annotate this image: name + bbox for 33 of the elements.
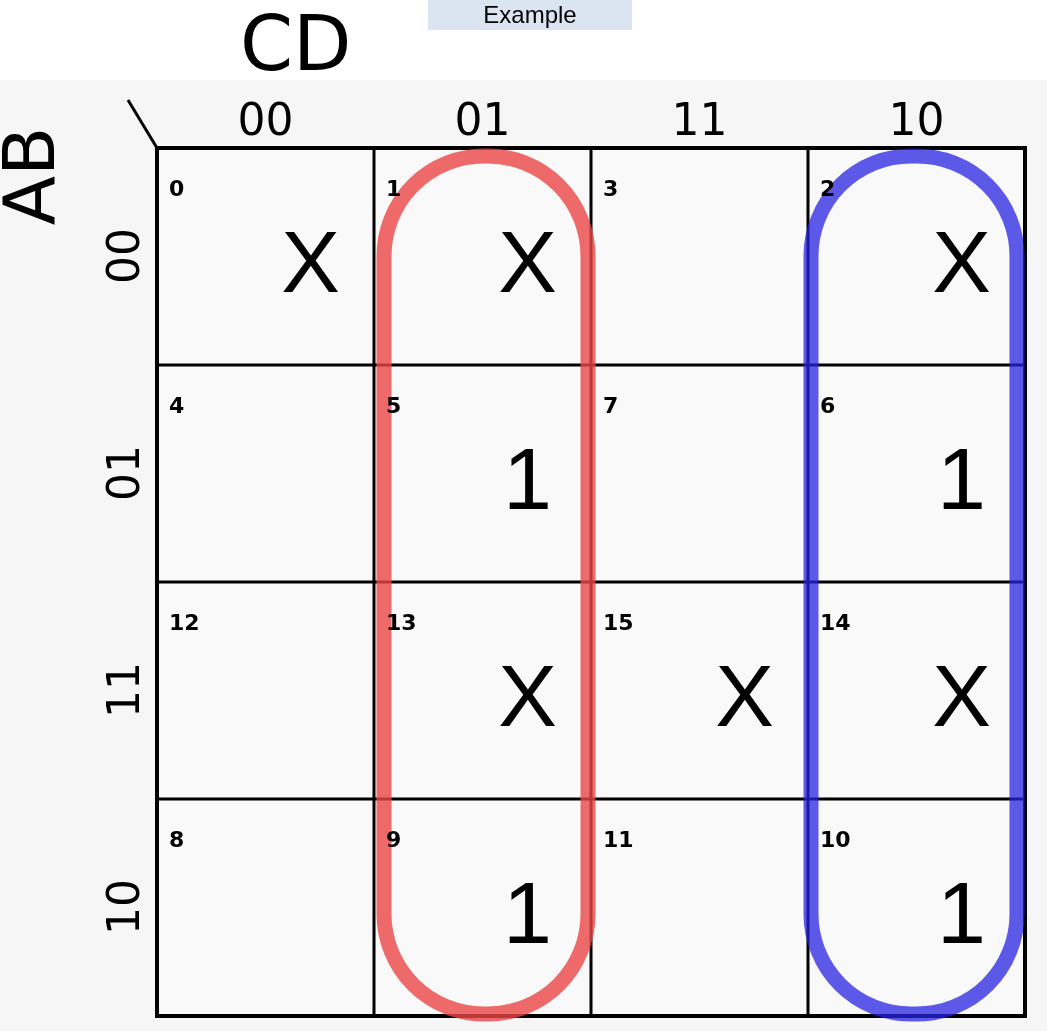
cell-index: 15 <box>603 612 634 634</box>
cell-index: 14 <box>820 612 851 634</box>
row-header: 11 <box>102 661 146 720</box>
row-header: 00 <box>102 227 146 286</box>
cell-value: X <box>714 652 775 740</box>
cell-value: X <box>497 218 558 306</box>
cell-value: X <box>497 652 558 740</box>
column-header: 00 <box>236 98 295 142</box>
cell-index: 4 <box>169 395 185 417</box>
cell-value: 1 <box>936 869 987 957</box>
cell-value: 1 <box>502 869 553 957</box>
cell-value: 1 <box>502 435 553 523</box>
cell-value: 1 <box>936 435 987 523</box>
cell-index: 3 <box>603 178 619 200</box>
column-header: 11 <box>670 98 729 142</box>
cell-index: 7 <box>603 395 619 417</box>
cell-value: X <box>280 218 341 306</box>
column-header: 01 <box>453 98 512 142</box>
column-variable-label: CD <box>240 6 352 82</box>
cell-index: 0 <box>169 178 185 200</box>
row-variable-label: AB <box>0 126 66 226</box>
cell-index: 1 <box>386 178 402 200</box>
cell-index: 11 <box>603 829 634 851</box>
row-header: 10 <box>102 878 146 937</box>
cell-value: X <box>931 652 992 740</box>
title-tag: Example <box>428 0 632 30</box>
row-header: 01 <box>102 444 146 503</box>
cell-index: 10 <box>820 829 851 851</box>
cell-index: 12 <box>169 612 200 634</box>
cell-value: X <box>931 218 992 306</box>
column-header: 10 <box>887 98 946 142</box>
cell-index: 8 <box>169 829 185 851</box>
cell-index: 6 <box>820 395 836 417</box>
